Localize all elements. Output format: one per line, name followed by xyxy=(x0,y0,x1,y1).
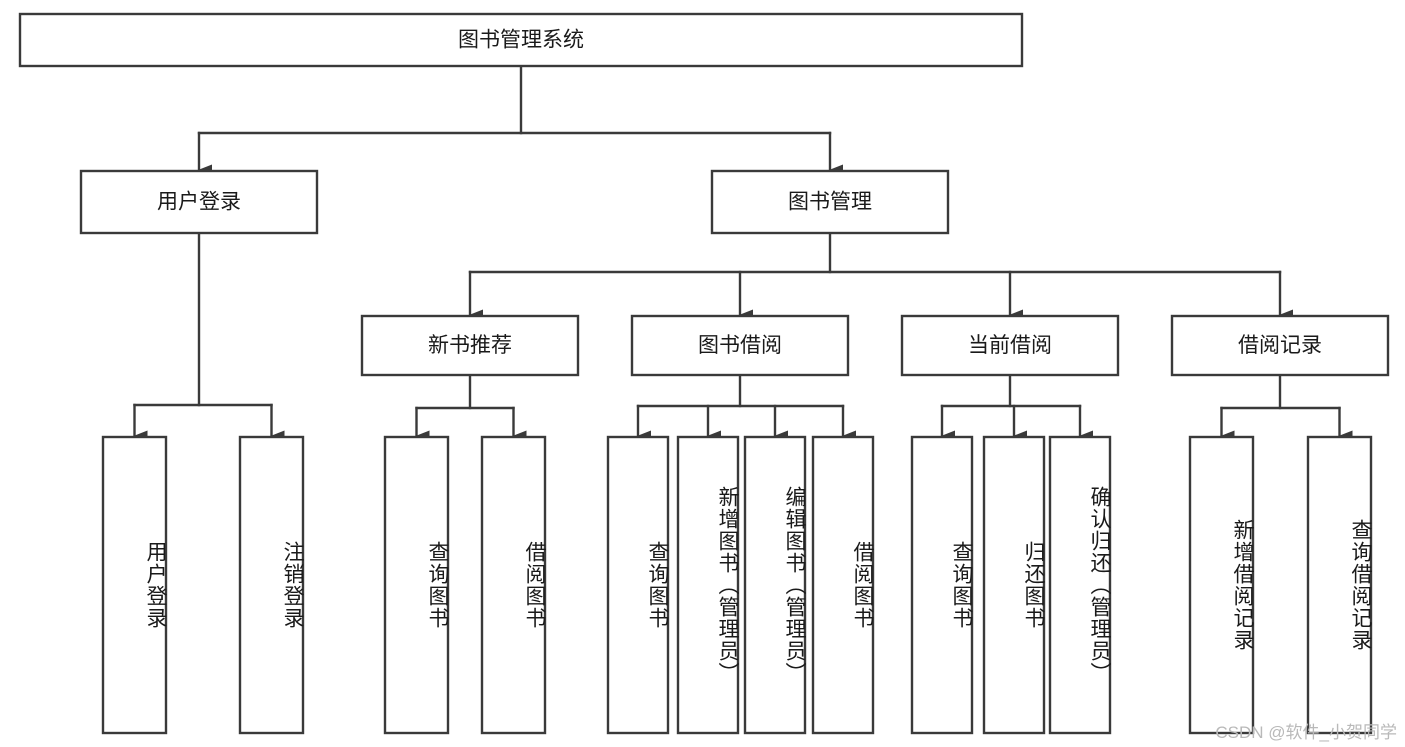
boxes-layer xyxy=(18,12,1390,735)
node-box-leaf-add-book[interactable] xyxy=(676,435,740,735)
node-label-book-borrow: 图书借阅 xyxy=(698,334,782,357)
node-box-leaf-query-record[interactable] xyxy=(1306,435,1373,735)
node-box-root[interactable] xyxy=(18,12,1024,68)
node-label-borrow-record: 借阅记录 xyxy=(1238,334,1322,357)
node-box-leaf-query-book-cb[interactable] xyxy=(910,435,974,735)
node-box-leaf-borrow-book-rec[interactable] xyxy=(480,435,547,735)
node-box-leaf-confirm-return[interactable] xyxy=(1048,435,1112,735)
node-box-leaf-borrow-book-bb[interactable] xyxy=(811,435,875,735)
node-box-leaf-user-login[interactable] xyxy=(101,435,168,735)
node-label-root: 图书管理系统 xyxy=(458,29,584,52)
node-box-user-login[interactable] xyxy=(79,169,319,235)
node-label-new-book-rec: 新书推荐 xyxy=(428,334,512,357)
watermark-text: CSDN @软件_小贺同学 xyxy=(1215,723,1397,742)
node-box-book-manage[interactable] xyxy=(710,169,950,235)
node-box-leaf-logout[interactable] xyxy=(238,435,305,735)
node-box-leaf-query-book-rec[interactable] xyxy=(383,435,450,735)
connectors-layer xyxy=(133,64,1353,442)
node-box-leaf-query-book-bb[interactable] xyxy=(606,435,670,735)
node-box-borrow-record[interactable] xyxy=(1170,314,1390,377)
node-label-book-manage: 图书管理 xyxy=(788,191,872,214)
node-box-leaf-add-record[interactable] xyxy=(1188,435,1255,735)
node-box-new-book-rec[interactable] xyxy=(360,314,580,377)
node-box-book-borrow[interactable] xyxy=(630,314,850,377)
node-label-user-login: 用户登录 xyxy=(157,191,241,214)
node-box-current-borrow[interactable] xyxy=(900,314,1120,377)
node-label-current-borrow: 当前借阅 xyxy=(968,334,1052,357)
node-box-leaf-edit-book[interactable] xyxy=(743,435,807,735)
node-box-leaf-return-book[interactable] xyxy=(982,435,1046,735)
